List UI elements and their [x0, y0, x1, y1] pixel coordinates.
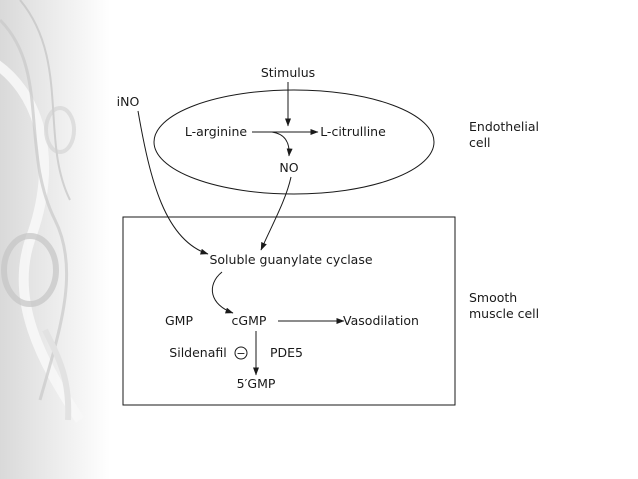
soluble-guanylate-cyclase-label: Soluble guanylate cyclase: [209, 252, 372, 267]
endothelial-cell-label-line1: Endothelial: [469, 119, 539, 134]
inhibition-sign-glyph: −: [236, 347, 245, 360]
pde5-label: PDE5: [270, 345, 303, 360]
gmp-label: GMP: [165, 313, 193, 328]
cyclase-to-cgmp-arrow: [211, 271, 234, 314]
smooth-muscle-cell-label-line2: muscle cell: [469, 306, 539, 321]
no-to-cyclase-arrow: [260, 176, 292, 251]
stimulus-label: Stimulus: [261, 65, 315, 80]
smooth-muscle-cell-label-line1: Smooth: [469, 290, 517, 305]
five-prime-gmp-label: 5′GMP: [237, 376, 276, 391]
decorative-background: [0, 0, 110, 479]
endothelial-cell-ellipse: [153, 89, 435, 195]
ino-to-cyclase-arrow: [137, 110, 209, 255]
ino-label: iNO: [117, 94, 140, 109]
endothelial-cell-label-line2: cell: [469, 135, 491, 150]
sildenafil-label: Sildenafil: [169, 345, 226, 360]
inhibition-sign-icon: [234, 346, 248, 360]
cgmp-label: cGMP: [232, 313, 267, 328]
l-arginine-label: L-arginine: [185, 124, 248, 139]
l-citrulline-label: L-citrulline: [320, 124, 386, 139]
vasodilation-label: Vasodilation: [343, 313, 419, 328]
smooth-muscle-cell-box: [122, 216, 456, 406]
no-production-arrow: [271, 131, 293, 157]
no-label: NO: [279, 160, 298, 175]
